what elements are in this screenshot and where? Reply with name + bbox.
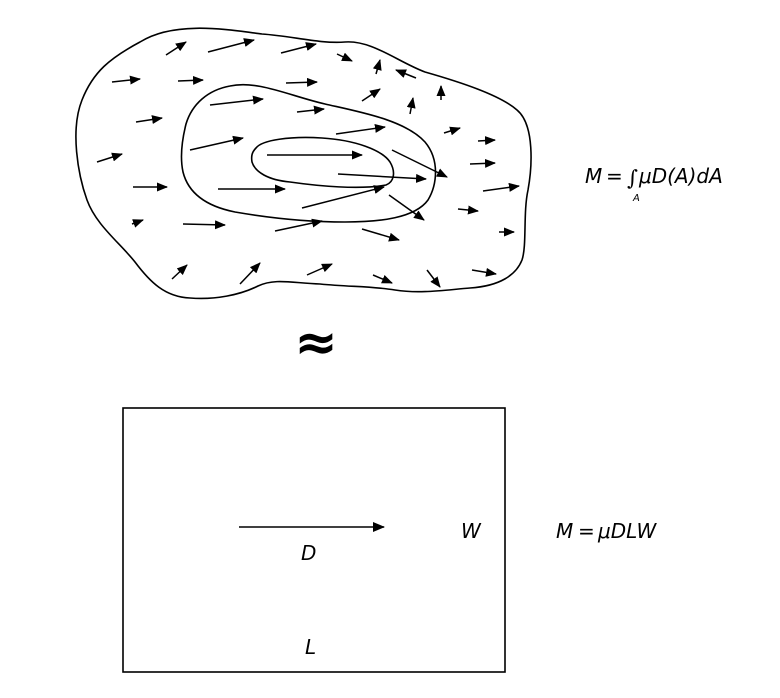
slip-vector-arrow	[372, 274, 393, 284]
rectangular-fault	[122, 407, 506, 673]
slip-vector-arrow	[372, 59, 382, 75]
slip-vector-arrow	[457, 205, 479, 215]
slip-vector-arrow	[207, 38, 255, 53]
slip-vector-arrow	[477, 136, 496, 146]
slip-vector-arrow	[135, 115, 163, 124]
slip-vector-arrow	[406, 97, 416, 115]
slip-vector-arrow	[274, 218, 323, 232]
fault-outline	[75, 27, 532, 300]
top-eq-integrand: μD(A)dA	[638, 164, 723, 188]
bottom-eq-equals: =	[578, 519, 595, 543]
slip-vector-arrow	[471, 267, 497, 277]
slip-vector-arrow	[443, 126, 461, 136]
slip-vector-arrows	[96, 38, 520, 288]
slip-contour-outer	[180, 83, 437, 223]
slip-vector-arrow	[131, 219, 144, 228]
integral-subscript: A	[632, 193, 640, 204]
slip-vector-arrow	[111, 75, 141, 85]
slip-vector-arrow	[285, 77, 318, 87]
slip-vector-arrow	[296, 105, 325, 115]
slip-vector-arrow	[361, 228, 400, 242]
slip-contour-inner	[250, 136, 395, 189]
slip-vector-arrow	[165, 41, 187, 56]
slip-vector-arrow	[177, 75, 204, 85]
slip-vector-arrow	[171, 264, 188, 280]
slip-vector-arrow	[388, 194, 425, 221]
slip-vector-arrow	[361, 88, 381, 102]
approx-symbol: ≈	[294, 313, 338, 373]
bottom-eq-lhs: M	[556, 519, 573, 543]
slip-vector-arrow	[306, 263, 333, 276]
slip-vector-arrow	[336, 52, 353, 62]
top-eq-equals: =	[606, 164, 623, 188]
slip-vector-arrow	[469, 158, 496, 168]
slip-vector-arrow	[391, 149, 448, 178]
width-label-W: W	[461, 519, 482, 543]
slip-vector-arrow	[395, 69, 417, 79]
slip-vector-arrow	[96, 152, 123, 163]
slip-vector-arrow	[337, 173, 427, 183]
bottom-eq-rhs: μDLW	[597, 519, 657, 543]
slip-vector-arrow	[239, 262, 261, 285]
slip-label-D: D	[301, 541, 316, 565]
slip-vector-arrow	[426, 269, 441, 288]
top-eq-lhs: M	[585, 164, 602, 188]
slip-vector-arrow	[182, 220, 226, 230]
slip-vector-arrow	[280, 42, 317, 54]
length-label-L: L	[305, 635, 316, 659]
slip-vector-arrow	[482, 182, 520, 192]
slip-vector-arrow	[335, 123, 386, 135]
slip-vector-arrow	[189, 135, 244, 151]
irregular-fault-surface	[75, 27, 532, 300]
integral-sign: ∫	[627, 166, 638, 190]
slip-vector-arrow	[301, 185, 385, 209]
slip-vector-arrow	[209, 95, 264, 106]
